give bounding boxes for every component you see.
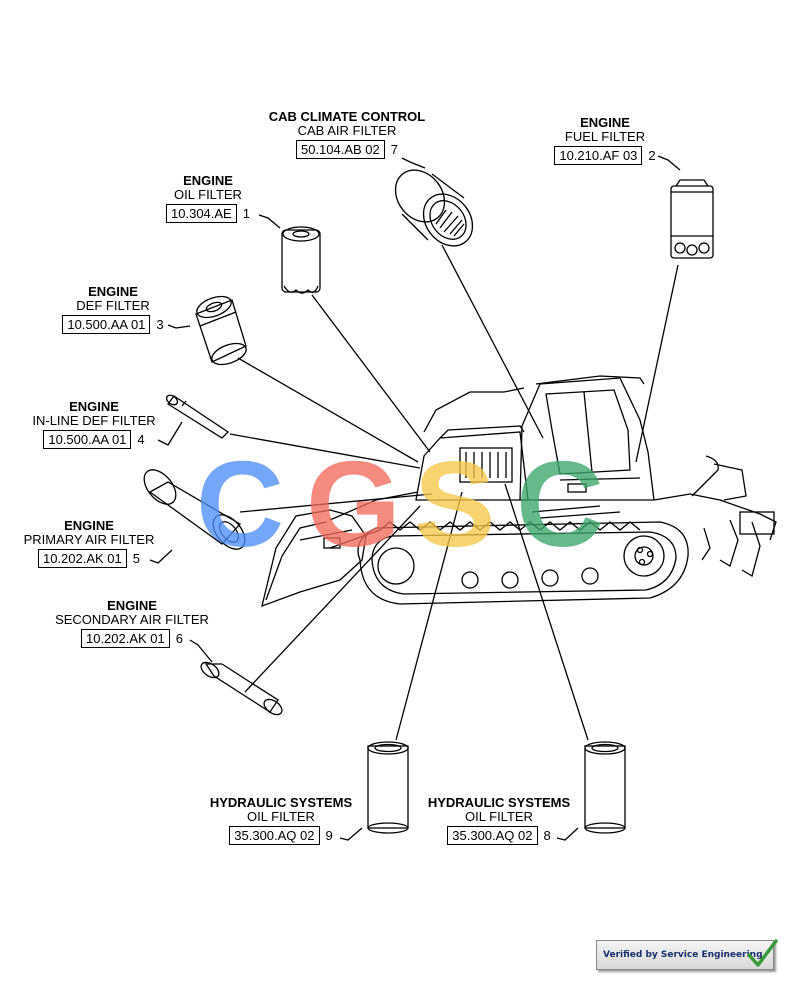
callout-ref[interactable]: 50.104.AB 02: [295, 140, 385, 159]
callout-num: 5: [132, 550, 141, 566]
callout-name: IN-LINE DEF FILTER: [32, 413, 156, 428]
callout-name: SECONDARY AIR FILTER: [55, 612, 209, 627]
checkmark-icon: [747, 939, 778, 967]
watermark-logo: C G S C: [196, 436, 604, 572]
secondary-air-filter-part: [200, 661, 283, 716]
callout-system: ENGINE: [64, 518, 114, 533]
leader-line-6: [244, 505, 421, 693]
callout-num: 7: [390, 141, 399, 157]
watermark-letter-2: G: [306, 436, 401, 572]
callout-num: 1: [242, 205, 250, 221]
callout-system: CAB CLIMATE CONTROL: [268, 109, 426, 124]
hydraulic-oil-filter-9-part: [367, 741, 409, 834]
callout-primary-air-filter: ENGINE PRIMARY AIR FILTER 10.202.AK 01 5: [14, 519, 164, 568]
callout-num: 4: [137, 431, 145, 447]
leader-line-2: [635, 264, 679, 463]
watermark-letter-3: S: [414, 436, 495, 572]
verified-badge: Verified by Service Engineering: [596, 939, 778, 970]
callout-ref[interactable]: 35.300.AQ 02: [447, 826, 538, 845]
cab-air-filter-part: [394, 169, 474, 247]
callout-system: ENGINE: [69, 399, 119, 414]
watermark-letter-4: C: [516, 436, 604, 572]
verified-badge-text: Verified by Service Engineering: [603, 950, 763, 960]
leader-line-5: [239, 493, 433, 513]
callout-name: OIL FILTER: [247, 809, 315, 824]
callout-system: ENGINE: [580, 115, 630, 130]
callout-ref[interactable]: 10.500.AA 01: [43, 430, 132, 449]
callout-fuel-filter: ENGINE FUEL FILTER 10.210.AF 03 2: [540, 116, 670, 165]
callout-hydraulic-oil-filter-9: HYDRAULIC SYSTEMS OIL FILTER 35.300.AQ 0…: [200, 796, 362, 845]
callout-ref[interactable]: 10.210.AF 03: [554, 146, 643, 165]
callout-name: DEF FILTER: [76, 298, 150, 313]
callout-num: 9: [325, 827, 333, 843]
watermark-letter-1: C: [196, 436, 284, 572]
callout-num: 3: [156, 316, 164, 332]
callout-ref[interactable]: 10.202.AK 01: [80, 629, 170, 648]
callout-ref[interactable]: 10.500.AA 01: [62, 315, 151, 334]
callout-system: HYDRAULIC SYSTEMS: [209, 795, 353, 810]
callout-num: 2: [648, 147, 656, 163]
callout-system: ENGINE: [107, 598, 157, 613]
callout-secondary-air-filter: ENGINE SECONDARY AIR FILTER 10.202.AK 01…: [44, 599, 220, 648]
callout-def-filter: ENGINE DEF FILTER 10.500.AA 01 3: [50, 285, 176, 334]
fuel-filter-part: [670, 179, 714, 259]
callout-name: CAB AIR FILTER: [297, 123, 397, 138]
leader-line-4: [229, 433, 421, 469]
callout-ref[interactable]: 10.202.AK 01: [37, 549, 127, 568]
leader-line-8: [504, 483, 589, 741]
callout-system: HYDRAULIC SYSTEMS: [427, 795, 571, 810]
oil-filter-part: [281, 226, 321, 294]
callout-hydraulic-oil-filter-8: HYDRAULIC SYSTEMS OIL FILTER 35.300.AQ 0…: [418, 796, 580, 845]
inline-def-filter-part: [165, 394, 230, 439]
hydraulic-oil-filter-8-part: [584, 741, 626, 834]
callout-num: 8: [543, 827, 551, 843]
callout-ref[interactable]: 35.300.AQ 02: [229, 826, 320, 845]
leader-line-1: [311, 294, 431, 453]
callout-system: ENGINE: [183, 173, 233, 188]
callout-name: FUEL FILTER: [564, 129, 646, 144]
leader-line-7: [441, 244, 544, 439]
def-filter-part: [195, 295, 247, 366]
callout-inline-def-filter: ENGINE IN-LINE DEF FILTER 10.500.AA 01 4: [24, 400, 164, 449]
callout-name: OIL FILTER: [174, 187, 242, 202]
callout-ref[interactable]: 10.304.AE: [166, 204, 237, 223]
callout-system: ENGINE: [88, 284, 138, 299]
leader-line-9: [395, 491, 463, 741]
callout-name: PRIMARY AIR FILTER: [23, 532, 155, 547]
callout-name: OIL FILTER: [465, 809, 533, 824]
leader-line-3: [237, 357, 419, 463]
callout-cab-air-filter: CAB CLIMATE CONTROL CAB AIR FILTER 50.10…: [258, 110, 436, 159]
dozer-illustration: [261, 375, 777, 608]
callout-num: 6: [175, 630, 184, 646]
primary-air-filter-part: [143, 469, 246, 550]
callout-oil-filter: ENGINE OIL FILTER 10.304.AE 1: [152, 174, 264, 223]
